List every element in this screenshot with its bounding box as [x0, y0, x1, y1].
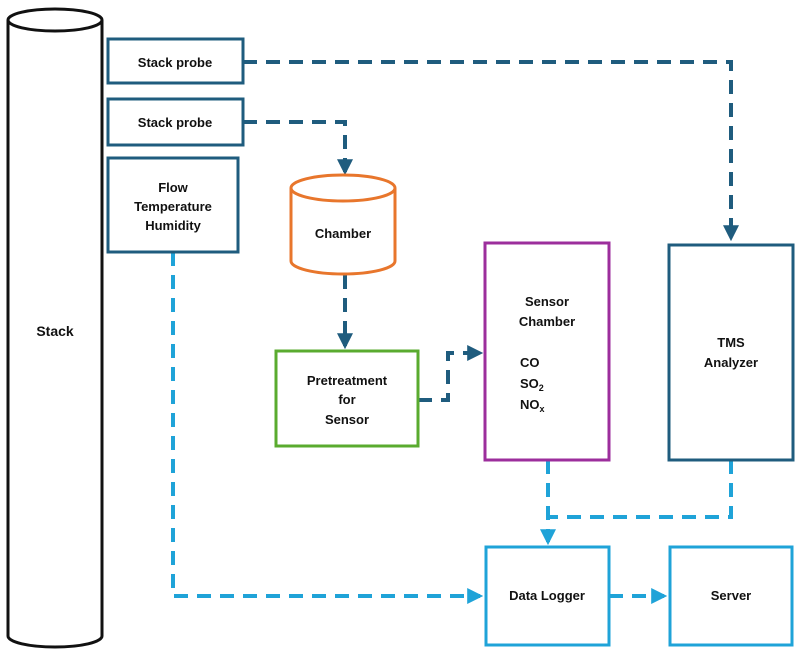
data-logger-box: Data Logger — [484, 545, 611, 647]
stack-label: Stack — [36, 323, 74, 339]
server-label: Server — [711, 588, 751, 603]
gas-so2: SO2 — [520, 376, 544, 393]
stack-probe-label-2: Stack probe — [138, 115, 212, 130]
flow-label: Flow — [158, 180, 188, 195]
data-logger-label: Data Logger — [509, 588, 585, 603]
sensor-chamber-box: Sensor Chamber CO SO2 NOx — [483, 241, 611, 462]
pretreatment-box: Pretreatment for Sensor — [274, 349, 420, 448]
pretreatment-for-label: for — [338, 392, 355, 407]
analyzer-label: Analyzer — [704, 355, 758, 370]
gas-co: CO — [520, 355, 540, 370]
flow-temperature-humidity-box: Flow Temperature Humidity — [106, 156, 240, 254]
stack-probe-box-1: Stack probe — [106, 37, 245, 85]
stack-cylinder: Stack — [6, 7, 104, 649]
stack-probe-label-1: Stack probe — [138, 55, 212, 70]
pretreatment-label: Pretreatment — [307, 373, 388, 388]
gas-nox: NOx — [520, 397, 545, 414]
probe-to-tms-connector — [243, 60, 739, 242]
humidity-label: Humidity — [145, 218, 201, 233]
server-box: Server — [668, 545, 794, 647]
temperature-label: Temperature — [134, 199, 212, 214]
tms-analyzer-box: TMS Analyzer — [667, 243, 795, 462]
tms-to-logger-connector — [548, 460, 733, 519]
tms-label: TMS — [717, 335, 745, 350]
chamber-label: Chamber — [315, 226, 371, 241]
probe-to-chamber-connector — [243, 120, 353, 176]
stack-probe-box-2: Stack probe — [106, 97, 245, 147]
chamber-cylinder: Chamber — [289, 173, 397, 276]
sensor-chamber-title-1: Sensor — [525, 294, 569, 309]
sensor-chamber-title-2: Chamber — [519, 314, 575, 329]
pretreatment-sensor-label: Sensor — [325, 412, 369, 427]
pretreatment-to-sensor-connector — [418, 345, 484, 402]
